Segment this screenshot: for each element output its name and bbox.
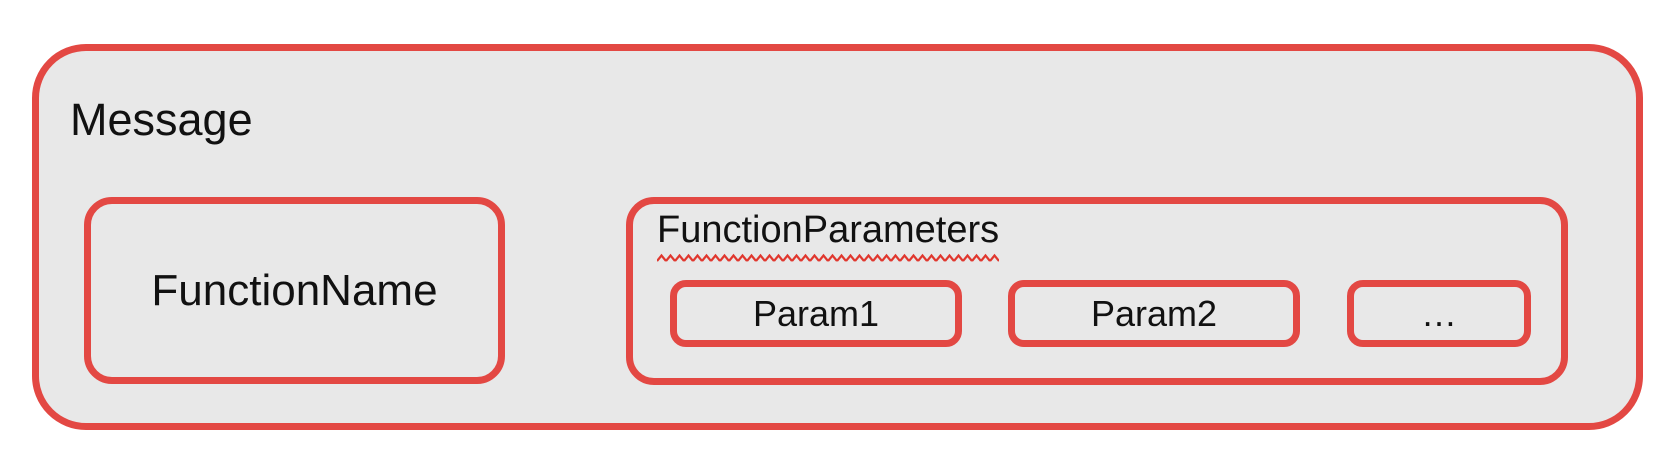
param1-box: Param1 (670, 280, 962, 347)
message-label: Message (70, 94, 253, 145)
spellcheck-squiggle-icon (657, 252, 1000, 263)
param2-box: Param2 (1008, 280, 1300, 347)
function-parameters-title: FunctionParameters (657, 209, 1000, 263)
function-name-label: FunctionName (151, 265, 438, 315)
function-name-box: FunctionName (84, 197, 505, 384)
function-parameters-label: FunctionParameters (657, 209, 1000, 251)
param2-label: Param2 (1090, 292, 1218, 334)
param1-label: Param1 (752, 292, 880, 334)
function-parameters-box: FunctionParameters Param1 Param2 … (626, 197, 1568, 385)
message-container: Message FunctionName FunctionParameters … (32, 44, 1643, 430)
more-params-box: … (1347, 280, 1531, 347)
more-params-ellipsis-label: … (1421, 292, 1457, 334)
